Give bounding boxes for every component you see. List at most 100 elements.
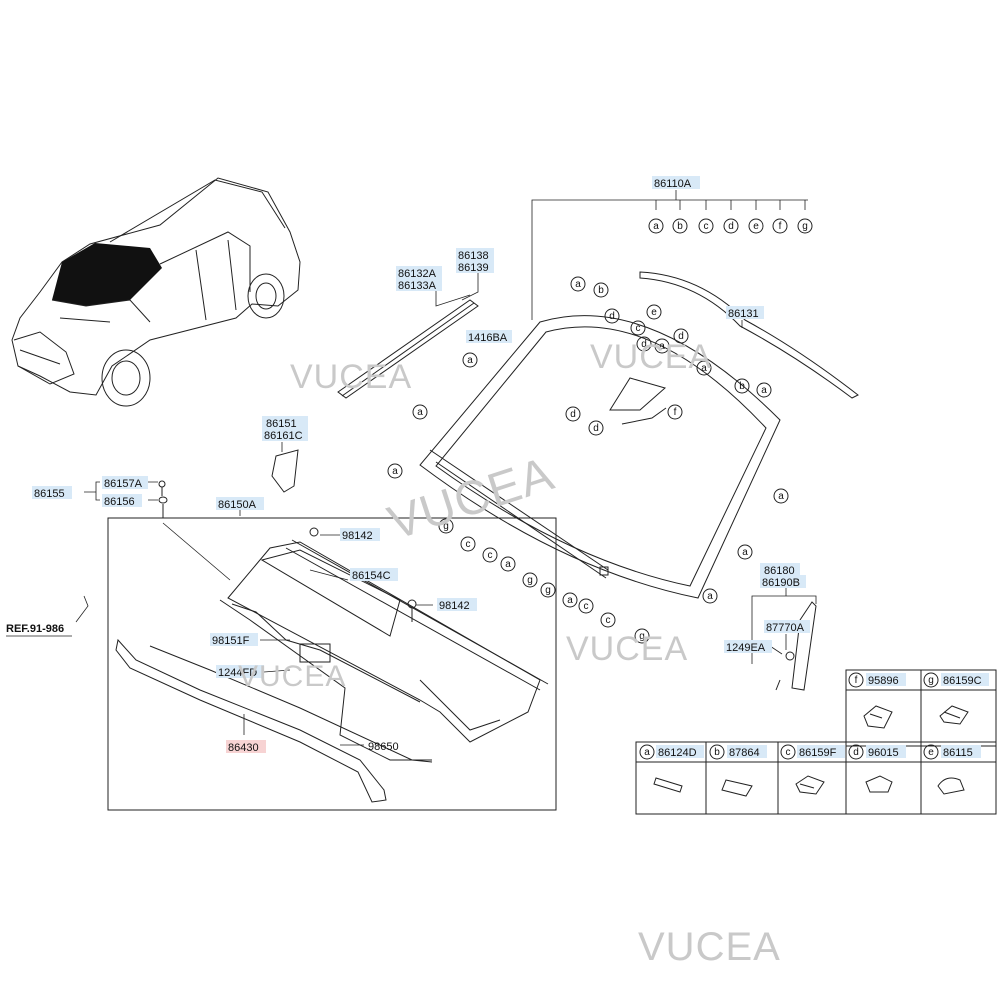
callout-b: b — [672, 218, 688, 234]
legend-table: f 95896 g 86159C a 86124D b 87864 c 8615… — [635, 669, 997, 815]
svg-text:f: f — [779, 221, 782, 232]
label-86133A: 86133A — [398, 280, 437, 292]
label-98142-lower: 98142 — [439, 600, 470, 612]
moulding-86132A — [337, 299, 479, 399]
label-1244FD: 1244FD — [218, 667, 257, 679]
callout-g: g — [522, 572, 538, 588]
svg-text:c: c — [636, 323, 641, 334]
svg-text:f: f — [855, 675, 858, 686]
svg-text:a: a — [742, 547, 748, 558]
seal-86180 — [775, 601, 817, 691]
svg-text:d: d — [678, 331, 684, 342]
svg-text:a: a — [707, 591, 713, 602]
callout-a: a — [412, 404, 428, 420]
callout-d: d — [673, 328, 689, 344]
svg-text:a: a — [659, 341, 665, 352]
label-86430: 86430 — [228, 742, 259, 754]
label-1249EA: 1249EA — [726, 642, 766, 654]
callout-e: e — [748, 218, 764, 234]
svg-text:a: a — [644, 747, 650, 758]
svg-text:d: d — [728, 221, 734, 232]
windshield-highlight — [52, 243, 162, 306]
vehicle-illustration — [11, 177, 301, 407]
legend-part-86159C: 86159C — [943, 675, 982, 687]
watermark-text: VUCEA — [382, 447, 560, 550]
leader-lines — [84, 190, 817, 746]
svg-text:c: c — [606, 615, 611, 626]
callout-a: a — [570, 276, 586, 292]
label-86180: 86180 — [764, 565, 795, 577]
callout-a: a — [696, 360, 712, 376]
legend-part-96015: 96015 — [868, 747, 899, 759]
label-86156: 86156 — [104, 496, 135, 508]
svg-text:e: e — [928, 747, 934, 758]
callout-a: a — [737, 544, 753, 560]
callout-g: g — [438, 518, 454, 534]
callout-a: a — [773, 488, 789, 504]
watermarks: VUCEA VUCEA VUCEA VUCEA VUCEA VUCEA — [238, 338, 780, 969]
svg-text:c: c — [466, 539, 471, 550]
callouts: a b c d e f g a b d e c d d a a b a d f … — [387, 218, 813, 644]
svg-text:f: f — [674, 407, 677, 418]
callout-f: f — [772, 218, 788, 234]
callout-a: a — [387, 463, 403, 479]
watermark-text: VUCEA — [566, 630, 688, 668]
callout-g: g — [540, 582, 556, 598]
callout-c: c — [698, 218, 714, 234]
svg-text:a: a — [505, 559, 511, 570]
label-98650: 98650 — [368, 741, 399, 753]
svg-text:b: b — [739, 381, 745, 392]
label-86190B: 86190B — [762, 577, 800, 589]
callout-c: c — [460, 536, 476, 552]
label-86131: 86131 — [728, 308, 759, 320]
legend-part-86115: 86115 — [943, 747, 973, 759]
label-87770A: 87770A — [766, 622, 805, 634]
callout-a: a — [654, 338, 670, 354]
svg-text:d: d — [609, 311, 615, 322]
callout-a: a — [462, 352, 478, 368]
label-98142-upper: 98142 — [342, 530, 373, 542]
svg-text:c: c — [488, 550, 493, 561]
callout-d: d — [604, 308, 620, 324]
callout-g: g — [634, 628, 650, 644]
svg-text:a: a — [778, 491, 784, 502]
watermark-text: VUCEA — [590, 338, 712, 376]
callout-c: c — [578, 598, 594, 614]
moulding-86131 — [639, 271, 859, 399]
svg-text:g: g — [443, 521, 449, 532]
svg-text:d: d — [853, 747, 859, 758]
callout-c: c — [630, 320, 646, 336]
svg-text:a: a — [701, 363, 707, 374]
svg-text:a: a — [467, 355, 473, 366]
callout-a: a — [648, 218, 664, 234]
svg-text:e: e — [651, 307, 657, 318]
svg-text:b: b — [598, 285, 604, 296]
svg-text:a: a — [417, 407, 423, 418]
legend-part-87864: 87864 — [729, 747, 760, 759]
callout-d: d — [588, 420, 604, 436]
callout-d: d — [636, 336, 652, 352]
svg-text:d: d — [641, 339, 647, 350]
svg-text:a: a — [392, 466, 398, 477]
svg-text:a: a — [567, 595, 573, 606]
svg-text:g: g — [802, 221, 808, 232]
svg-text:g: g — [639, 631, 645, 642]
legend-part-86124D: 86124D — [658, 747, 697, 759]
callout-g: g — [797, 218, 813, 234]
svg-text:e: e — [753, 221, 759, 232]
label-ref-91-986: REF.91-986 — [6, 623, 64, 635]
svg-text:b: b — [677, 221, 683, 232]
svg-text:d: d — [570, 409, 576, 420]
label-1416BA: 1416BA — [468, 332, 508, 344]
callout-c: c — [600, 612, 616, 628]
svg-text:g: g — [527, 575, 533, 586]
label-86151: 86151 — [266, 418, 297, 430]
legend-part-86159F: 86159F — [799, 747, 837, 759]
callout-a: a — [702, 588, 718, 604]
callout-a: a — [756, 382, 772, 398]
callout-e: e — [646, 304, 662, 320]
callout-b: b — [593, 282, 609, 298]
callout-d: d — [565, 406, 581, 422]
callout-c: c — [482, 547, 498, 563]
